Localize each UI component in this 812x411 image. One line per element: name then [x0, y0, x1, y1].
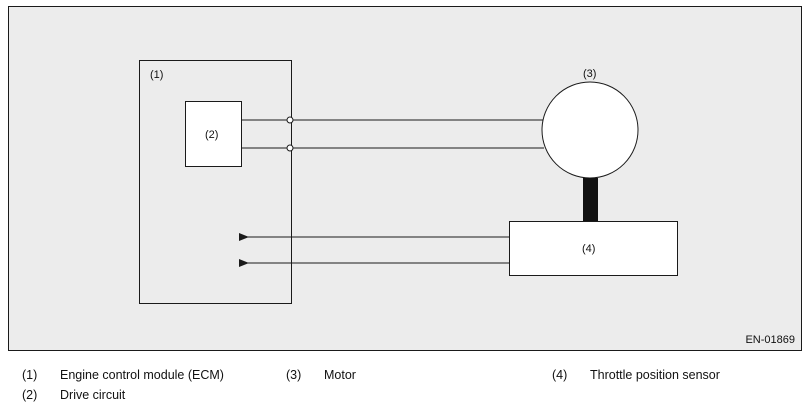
connector-lower	[286, 144, 294, 152]
motor-shaft	[583, 178, 598, 222]
legend-text: Throttle position sensor	[590, 368, 720, 382]
drive-circuit-box	[185, 101, 242, 167]
legend-num: (3)	[286, 368, 302, 382]
legend-num: (2)	[22, 388, 38, 402]
drive-circuit-label: (2)	[205, 129, 218, 141]
legend-text: Motor	[324, 368, 356, 382]
motor-circle	[541, 81, 639, 179]
ecm-label: (1)	[150, 69, 163, 81]
motor-label: (3)	[583, 68, 596, 80]
sensor-label: (4)	[582, 243, 595, 255]
legend-text: Engine control module (ECM)	[60, 368, 224, 382]
connector-upper	[286, 116, 294, 124]
diagram-frame	[8, 6, 802, 351]
legend-num: (4)	[552, 368, 568, 382]
legend-num: (1)	[22, 368, 38, 382]
ecm-box	[139, 60, 292, 304]
legend-text: Drive circuit	[60, 388, 126, 402]
sensor-box	[509, 221, 678, 276]
figure-id: EN-01869	[745, 334, 795, 346]
legend: (1) Engine control module (ECM) (2) Driv…	[0, 362, 812, 411]
